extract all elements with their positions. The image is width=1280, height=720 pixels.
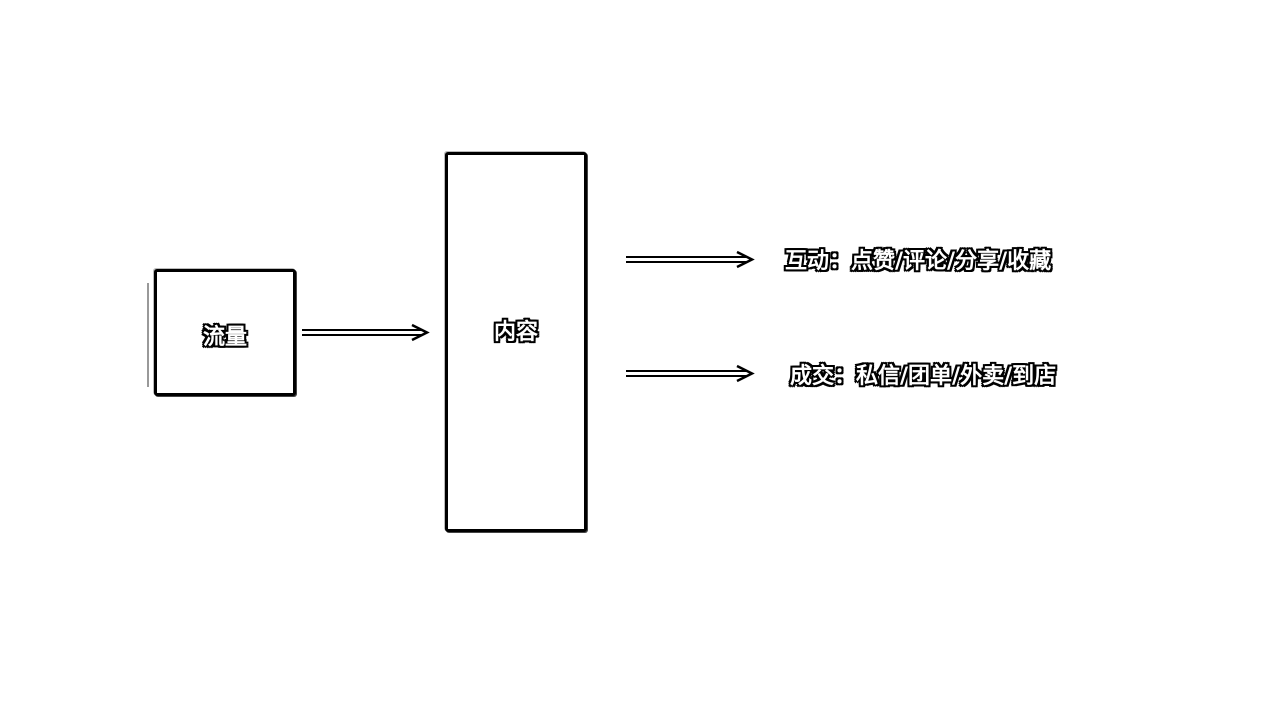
arrow-content-to-interaction (626, 250, 755, 269)
traffic-node-label: 流量 (202, 324, 247, 350)
traffic-node: 流量 (154, 269, 296, 396)
content-node: 内容 (445, 152, 587, 532)
arrow-content-to-deal (626, 364, 755, 383)
content-node-label: 内容 (493, 320, 538, 345)
decorative-edge-line (147, 283, 149, 387)
arrow-traffic-to-content (302, 323, 430, 342)
interaction-outcome-label: 互动：点赞/评论/分享/收藏 (785, 249, 1052, 274)
deal-outcome-label: 成交：私信/团单/外卖/到店 (790, 364, 1057, 389)
